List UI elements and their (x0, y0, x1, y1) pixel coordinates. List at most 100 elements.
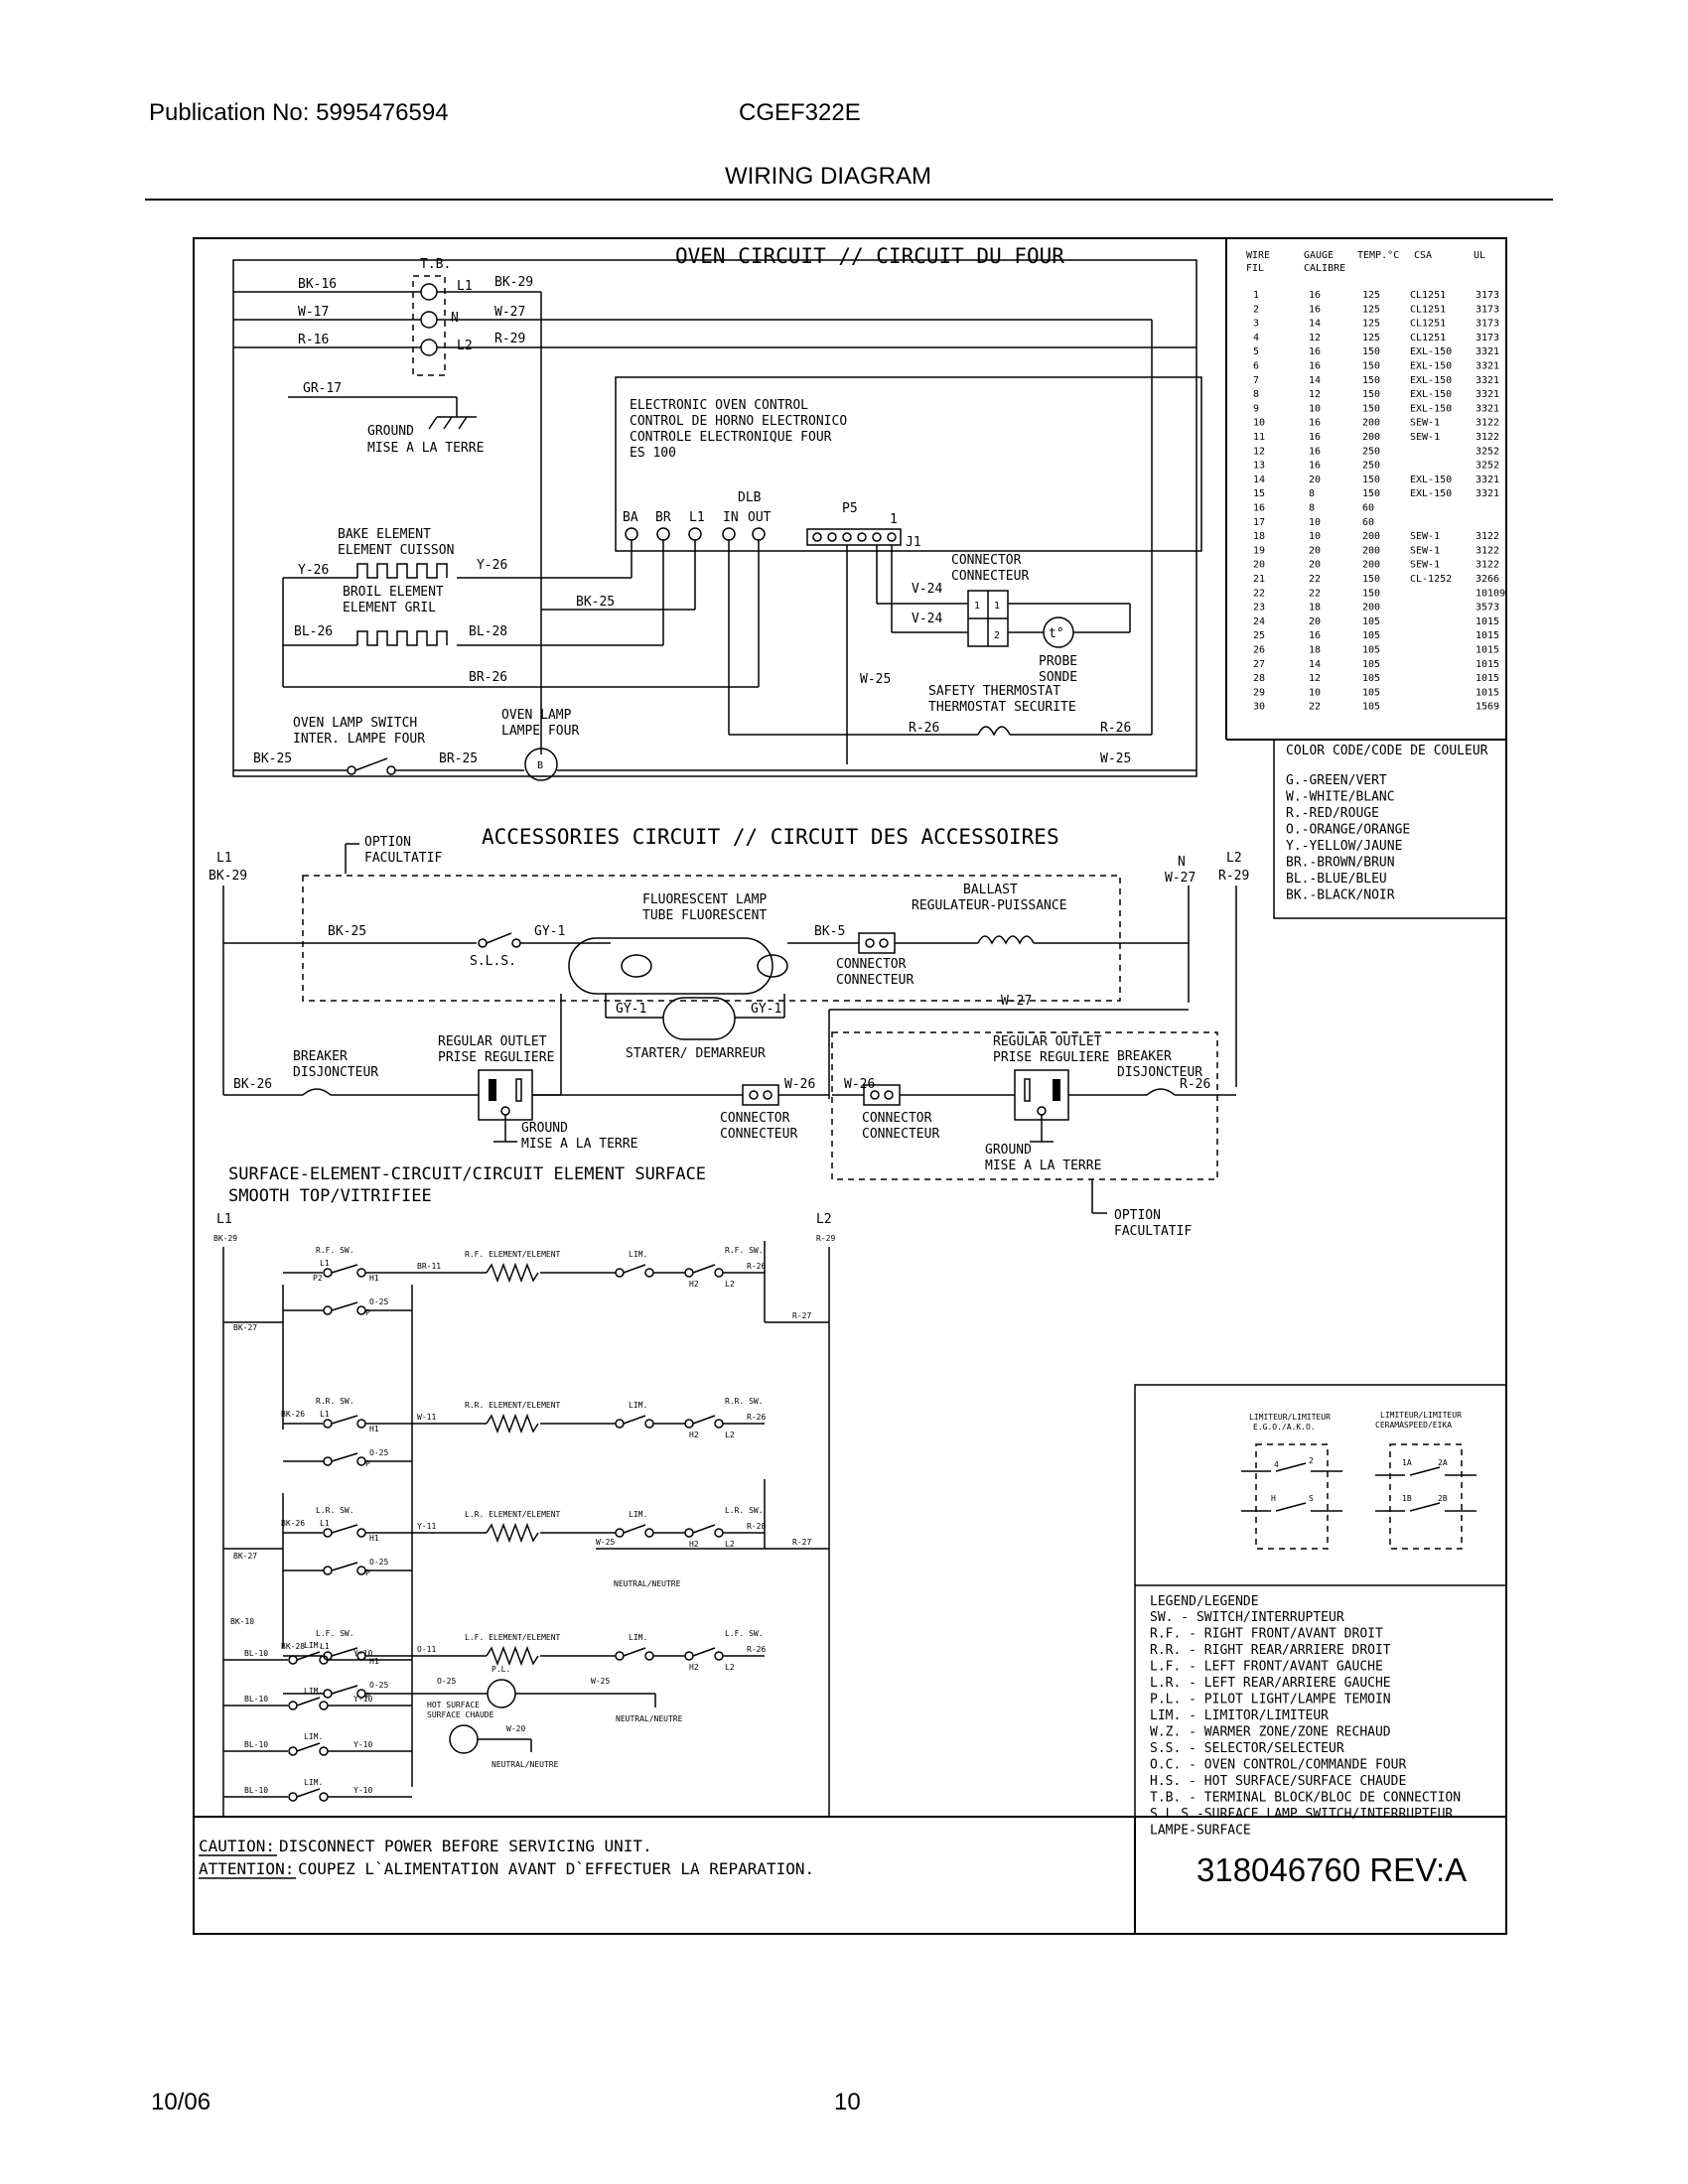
switch-pin-h1: H1 (369, 1534, 379, 1543)
neutral-label-b: NEUTRAL/NEUTRE (616, 1714, 683, 1723)
accessories-title: ACCESSORIES CIRCUIT // CIRCUIT DES ACCES… (482, 825, 1059, 849)
wire-table-cell: 60 (1362, 517, 1374, 528)
wire-v24-b: V-24 (912, 612, 942, 626)
probe-symbol: t° (1049, 626, 1064, 641)
wire-r16: R-16 (298, 333, 329, 347)
wire-table-cell: 16 (1309, 446, 1321, 457)
surf-r29: R-29 (816, 1234, 835, 1243)
safety-thermostat-label: SAFETY THERMOSTAT (928, 684, 1060, 699)
wire-table-cell: 150 (1362, 375, 1380, 386)
color-code-list: G.-GREEN/VERTW.-WHITE/BLANCR.-RED/ROUGEO… (1286, 773, 1410, 903)
wire-table-cell: 21 (1253, 574, 1265, 585)
p5-label: P5 (842, 501, 858, 516)
switch-o25: O-25 (369, 1558, 388, 1567)
wire-table-cell: 105 (1362, 659, 1380, 670)
wire-table-cell: 125 (1362, 304, 1380, 315)
acc-r29: R-29 (1218, 869, 1249, 884)
surface-wire-label: Y-11 (417, 1522, 436, 1531)
starter (662, 997, 736, 1040)
lamp-symbol: B (537, 760, 543, 771)
wire-table-cell: 125 (1362, 290, 1380, 301)
surf-bk29: BK-29 (213, 1234, 237, 1243)
wire-table-cell: 16 (1309, 346, 1321, 357)
wire-table-cell: 20 (1309, 560, 1321, 571)
wire-br26: BR-26 (469, 670, 507, 685)
ground-right: GROUND (985, 1143, 1032, 1158)
outlet-label-left-fr: PRISE REGULIERE (438, 1050, 554, 1065)
diagram-frame (193, 237, 1507, 1935)
color-code-item: R.-RED/ROUGE (1286, 806, 1379, 821)
surf-w25-a: W-25 (596, 1538, 615, 1547)
pilot-light (487, 1679, 516, 1708)
wire-w25-oven-b: W-25 (1100, 751, 1131, 766)
wire-table-cell: 5 (1253, 346, 1259, 357)
wire-table-cell: 105 (1362, 687, 1380, 698)
wire-table-cell: 150 (1362, 475, 1380, 485)
surface-element-label: R.R. ELEMENT/ELEMENT (465, 1401, 561, 1410)
wire-table-cell: CL1251 (1410, 290, 1446, 301)
wire-bk25-lamp: BK-25 (253, 751, 292, 766)
dlb-label: DLB (738, 490, 762, 505)
wire-table-cell: 3321 (1476, 346, 1499, 357)
footer-page: 10 (834, 2089, 861, 2116)
switch-pin-p: P (365, 1692, 370, 1701)
wire-table-cell: EXL-150 (1410, 389, 1452, 400)
wire-table-cell: 105 (1362, 616, 1380, 627)
bake-element-label: BAKE ELEMENT (338, 527, 431, 542)
lim-l-s: S (1309, 1494, 1314, 1503)
switch-pin-l1: L1 (320, 1519, 330, 1528)
acc-connector-label-c: CONNECTOR (862, 1111, 932, 1126)
probe-label-fr: SONDE (1039, 670, 1077, 685)
neutral-label-a: NEUTRAL/NEUTRE (614, 1579, 681, 1588)
wire-table-cell: 3173 (1476, 333, 1499, 343)
wire-table-cell: 7 (1253, 375, 1259, 386)
probe-label: PROBE (1039, 654, 1077, 669)
acc-r26: R-26 (1180, 1077, 1210, 1092)
wire-table-cell: 125 (1362, 319, 1380, 330)
wt-h-gauge: GAUGE (1304, 250, 1334, 261)
switch-o25: O-25 (369, 1297, 388, 1306)
wire-table-cell: 1015 (1476, 687, 1499, 698)
eoc-label-fr: CONTROLE ELECTRONIQUE FOUR (630, 430, 832, 445)
wire-table-cell: 8 (1309, 488, 1315, 499)
wire-table-cell: 10 (1309, 687, 1321, 698)
surf-l1: L1 (216, 1212, 232, 1227)
wire-table-cell: 1015 (1476, 630, 1499, 641)
legend-item: SW. - SWITCH/INTERRUPTEUR (1150, 1610, 1344, 1625)
wire-table-cell: 3266 (1476, 574, 1499, 585)
wire-table-cell: 3321 (1476, 475, 1499, 485)
acc-connector-label-c-fr: CONNECTEUR (862, 1127, 939, 1142)
wire-table-cell: 18 (1309, 603, 1321, 614)
fluorescent-label: FLUORESCENT LAMP (642, 892, 767, 907)
wire-table-cell: 15 (1253, 488, 1265, 499)
ground-right-fr: MISE A LA TERRE (985, 1159, 1101, 1173)
wire-table-cell: 3122 (1476, 432, 1499, 443)
wire-table-cell: 3321 (1476, 488, 1499, 499)
publication-number: Publication No: 5995476594 (149, 99, 449, 126)
acc-sls: S.L.S. (470, 954, 516, 969)
acc-optional-outlet-box (831, 1031, 1218, 1180)
heating-element (486, 1262, 539, 1284)
wire-table-cell: 4 (1253, 333, 1259, 343)
acc-option-top-fr: FACULTATIF (364, 851, 442, 866)
term-l1: L1 (689, 510, 705, 525)
j1-label: J1 (906, 535, 921, 550)
surface-wire-label: BR-11 (417, 1262, 441, 1271)
legend-item: L.R. - LEFT REAR/ARRIERE GAUCHE (1150, 1676, 1391, 1691)
limiter-label: LIM. (304, 1778, 323, 1787)
breaker-left (302, 1088, 332, 1096)
tb-n: N (451, 311, 459, 326)
wire-bl28: BL-28 (469, 624, 507, 639)
wire-table-cell: 150 (1362, 346, 1380, 357)
breaker-label-right: BREAKER (1117, 1049, 1172, 1064)
wire-table-cell: 3573 (1476, 603, 1499, 614)
wire-table-cell: 14 (1253, 475, 1265, 485)
page-title: WIRING DIAGRAM (725, 163, 931, 190)
lim-l-2: 2 (1309, 1456, 1314, 1465)
wire-table: WIRE GAUGE TEMP.°C CSA UL FIL CALIBRE (1246, 250, 1485, 274)
wire-table-cell: 3321 (1476, 375, 1499, 386)
wire-table-cell: 12 (1253, 446, 1265, 457)
